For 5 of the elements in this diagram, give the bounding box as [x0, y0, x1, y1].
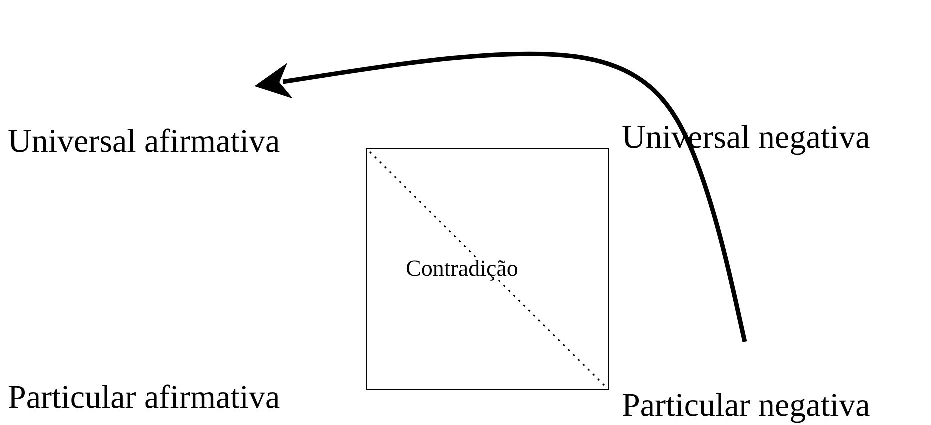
node-label: Particular afirmativa [8, 382, 280, 415]
node-label: Universal afirmativa [8, 126, 280, 159]
node-label: Particular negativa [622, 390, 870, 423]
curved-arrow [254, 52, 748, 342]
square-label: Contradição [405, 257, 520, 280]
